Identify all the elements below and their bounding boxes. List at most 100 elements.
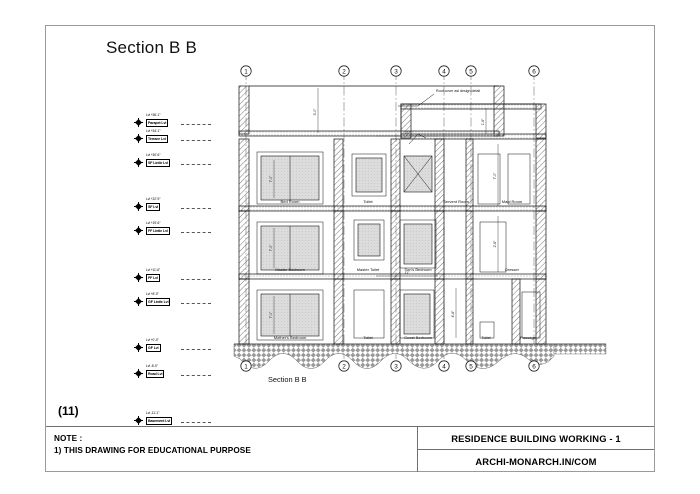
note-cell: NOTE : 1) THIS DRAWING FOR EDUCATIONAL P… xyxy=(46,427,418,472)
note-heading: NOTE : xyxy=(54,434,83,443)
svg-text:2: 2 xyxy=(342,69,346,76)
room-label: Servent Room xyxy=(443,199,469,204)
dim-text: 4'-6" xyxy=(451,310,455,318)
section-drawing: 1 2 3 4 5 6 xyxy=(46,26,654,426)
dim-text: 7'-0" xyxy=(269,311,273,319)
level-name: Terrace Lvl xyxy=(146,134,168,143)
svg-text:4: 4 xyxy=(442,69,446,76)
level-elevation: Lvl +30'-6" xyxy=(146,153,161,157)
level-elevation: Lvl +36'-1" xyxy=(146,113,161,117)
level-marker: Lvl -6'-0" Road Lvl xyxy=(134,364,218,381)
svg-text:3: 3 xyxy=(394,69,398,76)
svg-text:2: 2 xyxy=(342,364,346,371)
grid-bubble-row-bottom: 1 2 3 4 5 6 xyxy=(240,360,540,372)
svg-text:1: 1 xyxy=(244,69,248,76)
level-leader-line xyxy=(181,208,211,209)
dim-text: 3'-0" xyxy=(313,108,317,116)
level-name: SF Lintle Lvl xyxy=(146,158,171,167)
room-label: Passage xyxy=(520,335,536,340)
dim-text: 10" xyxy=(405,131,411,135)
grid-bubble-row-top: 1 2 3 4 5 6 xyxy=(240,65,540,77)
level-name: GF Lintle Lvl xyxy=(146,297,171,306)
room-label: Mother's Bedroom xyxy=(274,335,307,340)
level-marker: Lvl +0'-0" GF Lvl xyxy=(134,338,218,355)
earth-fill xyxy=(233,343,607,369)
svg-text:1: 1 xyxy=(244,364,248,371)
svg-text:5: 5 xyxy=(469,364,473,371)
svg-text:6: 6 xyxy=(532,69,536,76)
room-label: Master Bedroom xyxy=(275,267,305,272)
dim-text: 2'-6" xyxy=(493,240,497,248)
level-leader-line xyxy=(181,303,211,304)
level-marker: Lvl +22'-9" SF Lvl xyxy=(134,197,218,214)
room-label: Toilet xyxy=(363,335,373,340)
level-leader-line xyxy=(181,349,211,350)
level-marker: Lvl +19'-6" FF Lintle Lvl xyxy=(134,221,218,238)
first-floor-rooms xyxy=(238,210,547,280)
level-marker: Lvl +11'-6" FF Lvl xyxy=(134,268,218,285)
level-leader-line xyxy=(181,140,211,141)
level-leader-line xyxy=(181,164,211,165)
level-marker: Lvl +30'-6" SF Lintle Lvl xyxy=(134,153,218,170)
dim-text: 7'-0" xyxy=(493,172,497,180)
level-symbol-icon xyxy=(134,297,143,306)
section-caption: Section B B xyxy=(268,375,307,384)
drawing-sheet: Section B B (11) Lvl +36'-1" Parapet Lvl… xyxy=(45,25,655,472)
svg-text:3: 3 xyxy=(394,364,398,371)
ground-floor-rooms xyxy=(238,278,547,345)
level-leader-line xyxy=(181,232,211,233)
level-leader-line xyxy=(181,375,211,376)
level-marker: Lvl +8'-0" GF Lintle Lvl xyxy=(134,292,218,309)
level-symbol-icon xyxy=(134,369,143,378)
level-name: SF Lvl xyxy=(146,202,161,211)
room-label: Dresser xyxy=(505,267,520,272)
room-label: Master Toilet xyxy=(357,267,380,272)
dimension-lines xyxy=(273,88,499,338)
website-label: ARCHI-MONARCH.IN/COM xyxy=(475,455,597,467)
level-name: FF Lvl xyxy=(146,273,160,282)
dim-text: 1'-6" xyxy=(481,118,485,126)
level-marker: Lvl +36'-1" Parapet Lvl xyxy=(134,113,218,130)
room-label: Son's Bedroom xyxy=(404,267,432,272)
level-marker: Lvl -11'-1" Basement Lvl xyxy=(134,411,218,428)
second-floor-rooms xyxy=(238,138,547,212)
room-label: Bed Room xyxy=(281,199,301,204)
level-elevation: Lvl +22'-9" xyxy=(146,197,161,201)
level-symbol-icon xyxy=(134,273,143,282)
level-leader-line xyxy=(181,422,211,423)
title-block: NOTE : 1) THIS DRAWING FOR EDUCATIONAL P… xyxy=(46,426,654,472)
level-symbol-icon xyxy=(134,226,143,235)
level-name: Road Lvl xyxy=(146,369,165,378)
level-elevation: Lvl -11'-1" xyxy=(146,411,160,415)
dim-text: 7'-0" xyxy=(269,244,273,252)
level-elevation: Lvl -6'-0" xyxy=(146,364,158,368)
page-title: Section B B xyxy=(106,38,198,57)
level-name: FF Lintle Lvl xyxy=(146,226,170,235)
room-label: Maid Room xyxy=(502,199,523,204)
note-line-1: 1) THIS DRAWING FOR EDUCATIONAL PURPOSE xyxy=(54,446,251,455)
svg-text:5: 5 xyxy=(469,69,473,76)
level-elevation: Lvl +8'-0" xyxy=(146,292,159,296)
level-name: Basement Lvl xyxy=(146,416,173,425)
second-floor-structure xyxy=(238,85,547,140)
level-symbol-icon xyxy=(134,158,143,167)
level-symbol-icon xyxy=(134,118,143,127)
room-label: Toilet xyxy=(363,199,373,204)
roof-note-annotation: Roof cover asl design detail xyxy=(398,89,480,145)
level-elevation: Lvl +34'-1" xyxy=(146,129,161,133)
roof-note-text: Roof cover asl design detail xyxy=(436,89,480,93)
svg-text:6: 6 xyxy=(532,364,536,371)
room-labels: Bed Room Toilet Servent Room Maid Room M… xyxy=(274,199,537,340)
level-leader-line xyxy=(181,124,211,125)
level-symbol-icon xyxy=(134,202,143,211)
dim-text: 7'-0" xyxy=(269,175,273,183)
level-symbol-icon xyxy=(134,416,143,425)
level-symbol-icon xyxy=(134,343,143,352)
project-title: RESIDENCE BUILDING WORKING - 1 xyxy=(418,427,654,450)
sheet-number: (11) xyxy=(58,404,79,418)
level-symbol-icon xyxy=(134,134,143,143)
room-label: Guest Bedroom xyxy=(404,335,433,340)
dimension-texts: 3'-0" 10" 11" 1'-6" 7'-0" 2'-6" 4'-6" 7'… xyxy=(269,108,497,319)
level-elevation: Lvl +11'-6" xyxy=(146,268,161,272)
level-leader-line xyxy=(181,279,211,280)
